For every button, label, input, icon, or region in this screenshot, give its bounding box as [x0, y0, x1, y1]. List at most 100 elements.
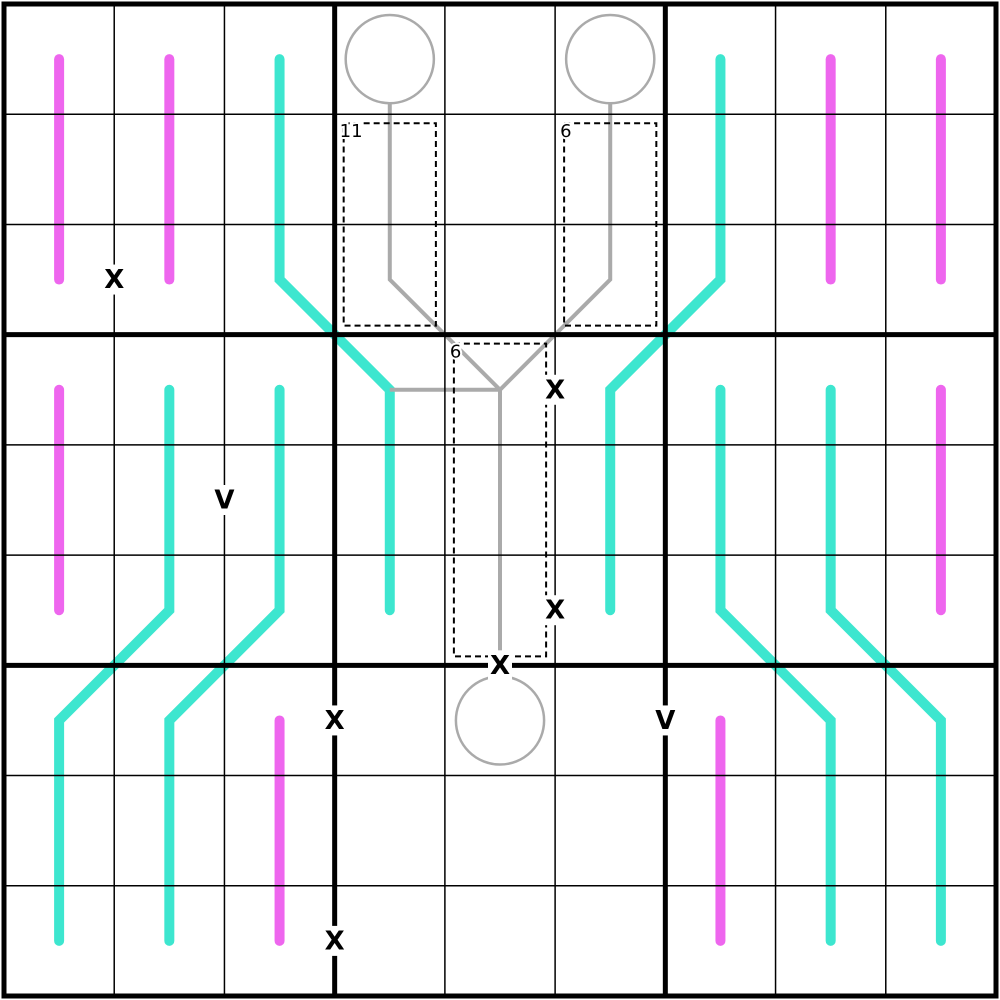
cell-r3c8[interactable] [776, 224, 886, 334]
cells[interactable] [4, 4, 996, 996]
cell-r1c8[interactable] [776, 4, 886, 114]
cell-r5c2[interactable] [114, 445, 224, 555]
cell-r9c8[interactable] [776, 886, 886, 996]
cell-r9c2[interactable] [114, 886, 224, 996]
cell-r3c9[interactable] [886, 224, 996, 334]
cell-r2c1[interactable] [4, 114, 114, 224]
xv-clue-backdrop [212, 485, 237, 515]
cell-r6c8[interactable] [776, 555, 886, 665]
cell-r9c5[interactable] [445, 886, 555, 996]
cell-r4c7[interactable] [665, 335, 775, 445]
v-clue: V [214, 486, 234, 516]
cell-r9c4[interactable] [335, 886, 445, 996]
x-clue: X [104, 265, 124, 295]
cell-r2c5[interactable] [445, 114, 555, 224]
cell-r9c9[interactable] [886, 886, 996, 996]
cell-r5c1[interactable] [4, 445, 114, 555]
cell-r7c4[interactable] [335, 665, 445, 775]
cell-r8c3[interactable] [224, 776, 334, 886]
cell-r5c8[interactable] [776, 445, 886, 555]
cell-r7c6[interactable] [555, 665, 665, 775]
cell-r7c2[interactable] [114, 665, 224, 775]
cell-r3c2[interactable] [114, 224, 224, 334]
cell-r4c3[interactable] [224, 335, 334, 445]
arrow-bulb [344, 13, 436, 105]
cell-r1c2[interactable] [114, 4, 224, 114]
cell-r6c9[interactable] [886, 555, 996, 665]
cell-r4c4[interactable] [335, 335, 445, 445]
cell-r2c9[interactable] [886, 114, 996, 224]
cell-r6c5[interactable] [445, 555, 555, 665]
cell-r3c5[interactable] [445, 224, 555, 334]
cell-r5c3[interactable] [224, 445, 334, 555]
cell-r9c6[interactable] [555, 886, 665, 996]
cell-r8c4[interactable] [335, 776, 445, 886]
cage-sum-label: 6 [450, 342, 461, 363]
cell-r4c6[interactable] [555, 335, 665, 445]
cell-r7c3[interactable] [224, 665, 334, 775]
cell-r4c5[interactable] [445, 335, 555, 445]
cell-r8c6[interactable] [555, 776, 665, 886]
xv-clue-backdrop [543, 374, 568, 405]
cell-r8c2[interactable] [114, 776, 224, 886]
cell-r8c5[interactable] [445, 776, 555, 886]
cell-r5c6[interactable] [555, 445, 665, 555]
cell-r4c2[interactable] [114, 335, 224, 445]
cell-r2c3[interactable] [224, 114, 334, 224]
cell-r1c7[interactable] [665, 4, 775, 114]
cell-r2c7[interactable] [665, 114, 775, 224]
cell-r7c1[interactable] [4, 665, 114, 775]
cell-r2c8[interactable] [776, 114, 886, 224]
cell-r1c4[interactable] [335, 4, 445, 114]
cell-r7c9[interactable] [886, 665, 996, 775]
cell-r1c6[interactable] [555, 4, 665, 114]
x-clue: X [490, 651, 510, 681]
cell-r2c6[interactable] [555, 114, 665, 224]
cell-r1c3[interactable] [224, 4, 334, 114]
cell-r1c5[interactable] [445, 4, 555, 114]
cell-r5c9[interactable] [886, 445, 996, 555]
arrow-shaft [498, 103, 613, 392]
xv-clue-backdrop [322, 925, 347, 956]
arrow-bulb [564, 13, 656, 105]
cell-r3c6[interactable] [555, 224, 665, 334]
cell-r7c5[interactable] [445, 665, 555, 775]
cell-r2c2[interactable] [114, 114, 224, 224]
cell-r9c1[interactable] [4, 886, 114, 996]
cell-r9c7[interactable] [665, 886, 775, 996]
arrow-clues [344, 13, 656, 766]
cell-r8c1[interactable] [4, 776, 114, 886]
cell-r3c4[interactable] [335, 224, 445, 334]
cell-r3c7[interactable] [665, 224, 775, 334]
cell-r5c5[interactable] [445, 445, 555, 555]
cell-r4c9[interactable] [886, 335, 996, 445]
x-clue: X [545, 596, 565, 626]
cell-r6c1[interactable] [4, 555, 114, 665]
cell-r6c4[interactable] [335, 555, 445, 665]
cell-r6c7[interactable] [665, 555, 775, 665]
cell-r6c6[interactable] [555, 555, 665, 665]
xv-clue-backdrop [102, 264, 127, 295]
cell-r9c3[interactable] [224, 886, 334, 996]
cell-r7c7[interactable] [665, 665, 775, 775]
cell-r8c7[interactable] [665, 776, 775, 886]
cell-r6c2[interactable] [114, 555, 224, 665]
cell-r8c9[interactable] [886, 776, 996, 886]
cell-r5c7[interactable] [665, 445, 775, 555]
cell-r3c3[interactable] [224, 224, 334, 334]
cell-r8c8[interactable] [776, 776, 886, 886]
cell-r4c1[interactable] [4, 335, 114, 445]
v-clue: V [655, 706, 675, 736]
x-clue: X [325, 706, 345, 736]
cell-r4c8[interactable] [776, 335, 886, 445]
cell-r3c1[interactable] [4, 224, 114, 334]
cell-r1c9[interactable] [886, 4, 996, 114]
cell-r6c3[interactable] [224, 555, 334, 665]
cell-r1c1[interactable] [4, 4, 114, 114]
cell-r7c8[interactable] [776, 665, 886, 775]
cell-r5c4[interactable] [335, 445, 445, 555]
xv-clue-backdrop [322, 705, 347, 736]
cell-r2c4[interactable] [335, 114, 445, 224]
